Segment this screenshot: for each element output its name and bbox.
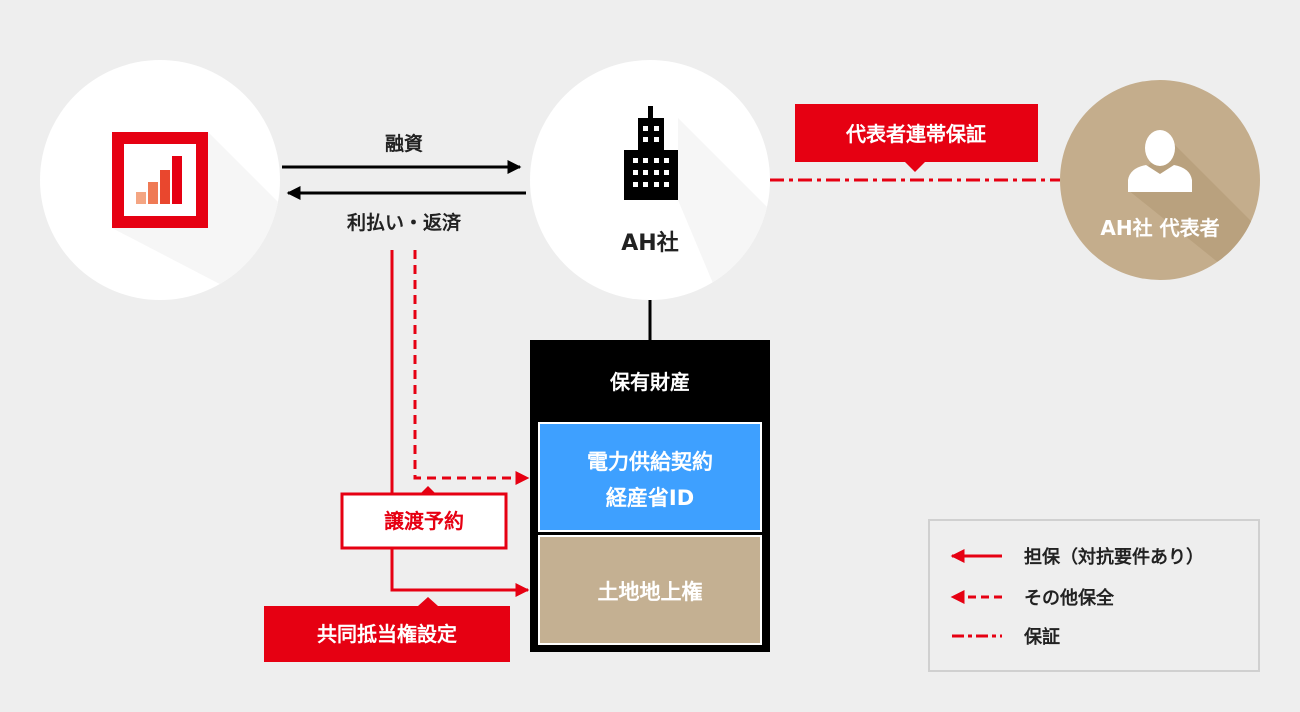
legend-other-label: その他保全 — [1024, 587, 1115, 609]
mortgage-callout: 共同抵当権設定 — [264, 597, 510, 662]
repayment-label: 利払い・返済 — [347, 211, 462, 234]
loan-label: 融資 — [385, 132, 423, 155]
lender-logo-icon — [112, 132, 208, 228]
lender-node — [40, 60, 280, 300]
legend: 担保（対抗要件あり） その他保全 保証 — [928, 519, 1260, 672]
company-name: AH社 — [621, 230, 678, 256]
legend-security-label: 担保（対抗要件あり） — [1024, 546, 1204, 568]
guarantee-label: 代表者連帯保証 — [845, 122, 986, 146]
person-icon — [1128, 130, 1192, 192]
representative-name: AH社 代表者 — [1100, 216, 1219, 240]
assets-box: 保有財産 電力供給契約 経産省ID 土地地上権 — [530, 340, 770, 652]
mortgage-label: 共同抵当権設定 — [317, 622, 457, 646]
land-right-box — [540, 537, 760, 643]
building-icon — [624, 106, 678, 200]
mortgage-arrow — [390, 250, 530, 597]
assets-title: 保有財産 — [609, 370, 690, 394]
land-right-label: 土地地上権 — [598, 580, 703, 604]
representative-node: AH社 代表者 — [1060, 80, 1260, 280]
transfer-reservation-callout: 譲渡予約 — [340, 486, 508, 550]
power-contract-box — [540, 424, 760, 530]
company-node: AH社 — [530, 60, 770, 300]
power-contract-line1: 電力供給契約 — [587, 450, 713, 474]
transfer-reservation-arrow — [413, 250, 530, 485]
power-contract-line2: 経産省ID — [606, 486, 694, 510]
legend-guarantee-label: 保証 — [1023, 626, 1060, 648]
guarantee-callout: 代表者連帯保証 — [795, 104, 1038, 172]
transfer-reservation-label: 譲渡予約 — [384, 509, 464, 533]
